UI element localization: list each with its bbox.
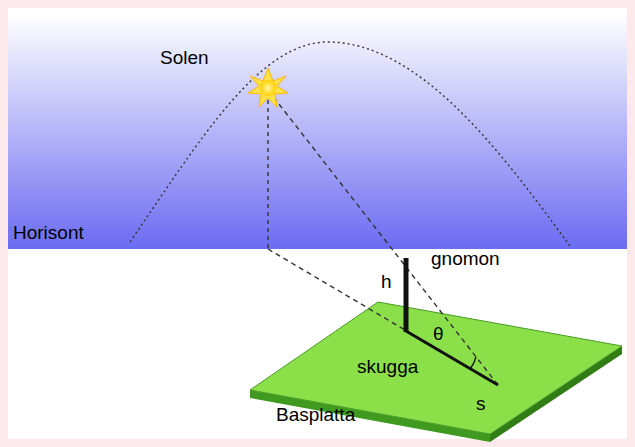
sun-vertical — [267, 92, 268, 249]
height-label: h — [381, 272, 392, 293]
sky — [8, 14, 627, 249]
angle-arc — [470, 357, 476, 369]
sun-label: Solen — [160, 48, 209, 69]
gnomon-rod — [404, 258, 409, 332]
shadow-label: skugga — [357, 357, 418, 378]
tip-label: s — [476, 394, 486, 415]
sun-ray — [268, 90, 498, 385]
shadow — [406, 331, 498, 385]
angle-label: θ — [433, 324, 444, 345]
sun-path — [130, 42, 570, 246]
base-plate — [250, 302, 622, 434]
gnomon-label: gnomon — [431, 249, 500, 270]
horizon-label: Horisont — [13, 223, 84, 244]
frame-ground — [8, 8, 627, 439]
sun-symbol — [248, 68, 288, 107]
projection-line — [268, 249, 498, 385]
plate-label: Basplatta — [276, 405, 355, 426]
